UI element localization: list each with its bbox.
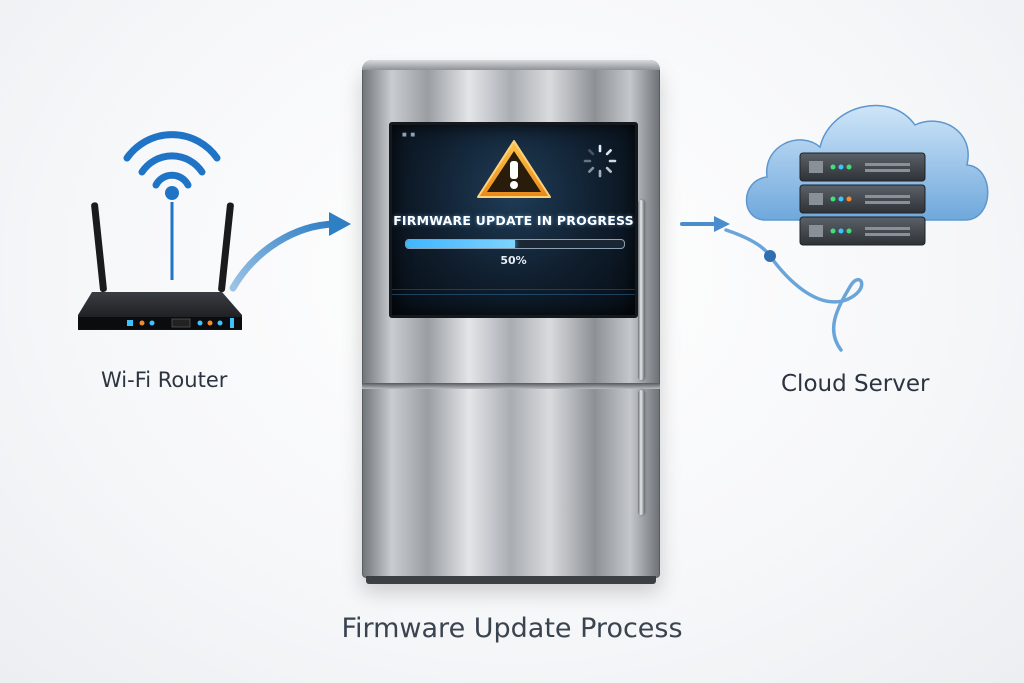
cloud-server-icon xyxy=(745,104,989,246)
update-progress-percent: 50% xyxy=(500,254,527,267)
smart-fridge: ■ ■ xyxy=(362,60,660,584)
update-status-title: FIRMWARE UPDATE IN PROGRESS xyxy=(393,213,634,228)
status-indicator-icon: ■ ■ xyxy=(402,132,417,138)
router-to-fridge-arrow xyxy=(229,212,351,292)
fridge-base xyxy=(366,576,656,584)
fridge-display: ■ ■ xyxy=(389,122,638,318)
update-progress-fill xyxy=(406,240,515,248)
fridge-top xyxy=(362,60,660,70)
server-rack-icon xyxy=(799,152,926,246)
fridge-lower-handle xyxy=(638,390,644,515)
screen-glitch-lines xyxy=(392,285,635,315)
warning-triangle-icon xyxy=(477,140,551,198)
fridge-upper-handle xyxy=(638,200,644,380)
cloud-to-fridge-arrow xyxy=(680,216,864,352)
wifi-signal-icon xyxy=(123,131,221,189)
diagram-title: Firmware Update Process xyxy=(341,613,683,644)
fridge-door-split xyxy=(362,383,660,389)
wifi-router-icon xyxy=(78,131,242,330)
router-label: Wi-Fi Router xyxy=(101,368,228,392)
cloud-label: Cloud Server xyxy=(781,371,930,397)
loading-spinner-icon xyxy=(583,144,617,178)
update-progress-bar xyxy=(405,239,625,249)
